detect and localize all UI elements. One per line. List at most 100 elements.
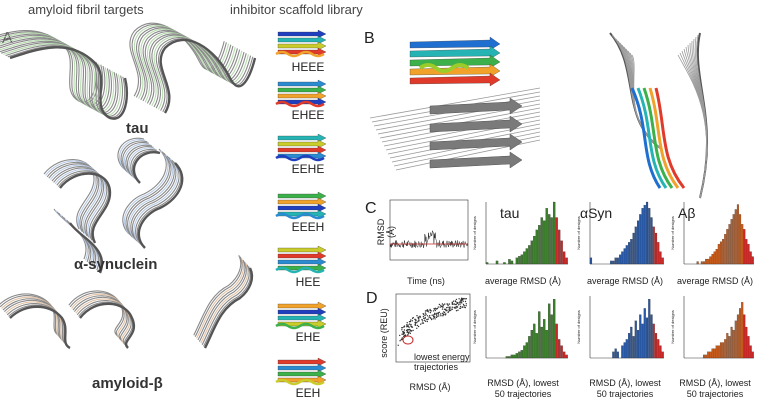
scatter-point: [453, 303, 455, 305]
score-ylabel: score (REU): [379, 308, 389, 358]
scatter-point: [416, 315, 418, 317]
scatter-point: [416, 324, 418, 327]
hist-bar: [505, 356, 509, 359]
scatter-point: [456, 306, 459, 308]
hist-bar: [717, 345, 720, 359]
fibril-strand: [53, 167, 105, 238]
scaffold-helix: [275, 378, 325, 386]
fibril-strand: [0, 40, 117, 114]
scaffold-strand: [277, 245, 327, 255]
scatter-point: [448, 303, 451, 305]
scaffold-strand: [277, 79, 327, 89]
scatter-point: [401, 333, 403, 335]
fibril-strand: [123, 150, 169, 236]
fibril-strand: [54, 168, 106, 240]
scatter-point: [411, 320, 414, 322]
hist-bar: [621, 345, 624, 359]
scatter-point: [423, 319, 426, 321]
hist-bar: [734, 209, 737, 265]
scatter-point: [426, 315, 429, 317]
scatter-point: [406, 326, 408, 328]
scatter-point: [429, 308, 431, 311]
fibril-strand: [198, 261, 247, 342]
hist-bar: [745, 326, 748, 359]
hist-bar: [705, 354, 708, 359]
scatter-point: [462, 298, 464, 300]
scatter-point: [457, 302, 459, 304]
hist-c-abeta-bars: Number of designs: [670, 202, 754, 265]
hist-bar: [538, 225, 541, 265]
fibril-strand: [131, 157, 177, 243]
hist-bar: [548, 303, 551, 359]
scatter-point: [465, 303, 467, 305]
fibril-strand: [122, 148, 167, 235]
hist-bar: [503, 262, 506, 265]
scatter-point: [424, 314, 426, 317]
scatter-point: [460, 300, 463, 302]
scatter-point: [455, 298, 458, 301]
hist-bar: [736, 314, 739, 359]
scatter-point: [424, 312, 427, 314]
scatter-point: [434, 309, 436, 312]
fibril-strand: [125, 151, 170, 238]
target-label-tau: tau: [126, 120, 149, 137]
fibril-strand: [117, 137, 145, 170]
scatter-point: [429, 315, 431, 317]
hist-bar: [643, 204, 646, 265]
hist-c-title-tau: tau: [500, 205, 520, 221]
hist-c-title-abeta: Aβ: [678, 205, 696, 221]
scatter-point: [438, 303, 441, 306]
scatter-point: [454, 303, 456, 306]
scatter-point: [421, 320, 424, 322]
scatter-point: [442, 306, 444, 308]
hist-bar: [623, 342, 626, 359]
hist-bar: [745, 239, 748, 265]
fibril-strand: [0, 39, 115, 112]
scatter-point: [407, 324, 409, 326]
scaffold-strand: [277, 203, 327, 213]
scatter-point: [461, 306, 463, 308]
scatter-point: [436, 307, 439, 310]
scatter-point: [436, 315, 438, 318]
hist-bar: [711, 348, 714, 359]
scatter-point: [435, 313, 437, 315]
hist-d-asyn: Number of designs: [576, 296, 664, 359]
scatter-point: [460, 301, 462, 303]
hist-bar: [520, 254, 524, 265]
hist-bar: [654, 232, 658, 265]
scatter-point: [431, 314, 433, 316]
scaffold-strand: [277, 139, 327, 149]
hist-bar: [562, 251, 566, 265]
binder-top-view-strand: [654, 87, 686, 189]
scaffold-strand: [277, 29, 327, 39]
fibril-strand: [122, 141, 149, 174]
scatter-point: [441, 312, 444, 314]
hist-bar: [535, 333, 538, 359]
hist-bar: [612, 260, 615, 265]
scatter-point: [417, 325, 420, 328]
hist-bar: [518, 351, 521, 359]
scaffold-helix: [275, 50, 325, 58]
fibril-strand: [48, 163, 100, 234]
hist-bar: [711, 253, 714, 265]
scatter-point: [415, 320, 417, 322]
scatter-point: [420, 323, 422, 325]
hist-bar: [747, 244, 750, 265]
scatter-point: [402, 335, 405, 337]
header-targets: amyloid fibril targets: [28, 2, 144, 17]
amyloid-beta-fibril-ribbon: [0, 254, 254, 350]
hist-bar: [560, 345, 563, 359]
hist-bar: [623, 248, 626, 265]
hist-bar: [702, 261, 706, 265]
scatter-point: [459, 302, 461, 304]
fibril-strand: [123, 143, 151, 175]
hist-bar: [734, 320, 737, 359]
scatter-point: [407, 334, 409, 336]
fibril-strand: [133, 158, 178, 245]
hist-bar: [540, 326, 543, 359]
scaffold-label-eeeh: EEEH: [291, 220, 325, 234]
scatter-point: [428, 316, 430, 318]
fibril-strand-arrow: [429, 151, 523, 169]
fibril-sheet-line: [370, 87, 541, 119]
hist-bar: [552, 201, 556, 265]
